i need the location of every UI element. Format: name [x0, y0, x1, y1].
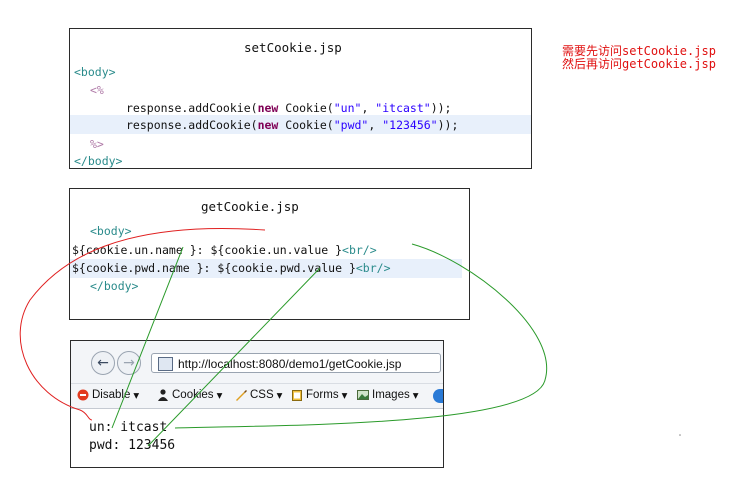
images-menu[interactable]: Images▾	[357, 388, 419, 402]
body-open-tag: <body>	[90, 224, 132, 238]
person-icon	[158, 389, 168, 401]
note-line-1: 需要先访问setCookie.jsp	[562, 44, 716, 58]
getcookie-title: getCookie.jsp	[201, 199, 299, 214]
url-text: http://localhost:8080/demo1/getCookie.js…	[178, 357, 402, 371]
body-close-tag: </body>	[74, 154, 123, 168]
url-bar[interactable]: http://localhost:8080/demo1/getCookie.js…	[151, 353, 441, 373]
page-content: un: itcast pwd: 123456	[71, 409, 443, 467]
dropdown-icon: ▾	[412, 390, 419, 402]
dropdown-icon: ▾	[276, 390, 283, 402]
clipboard-icon	[292, 390, 302, 401]
body-close-tag: </body>	[90, 279, 139, 293]
el-line-pwd: ${cookie.pwd.name }: ${cookie.pwd.value …	[72, 261, 391, 275]
cookies-menu[interactable]: Cookies▾	[157, 388, 222, 402]
body-open-tag: <body>	[74, 65, 116, 79]
getcookie-panel: getCookie.jsp <body> ${cookie.un.name }:…	[69, 188, 470, 320]
back-arrow-icon[interactable]: ←	[91, 351, 115, 375]
dropdown-icon: ▾	[216, 390, 223, 402]
instruction-note: 需要先访问setCookie.jsp 然后再访问getCookie.jsp	[562, 45, 716, 71]
page-icon	[158, 357, 173, 371]
pencil-icon	[236, 390, 247, 401]
css-label: CSS	[250, 389, 274, 401]
browser-window: ← → http://localhost:8080/demo1/getCooki…	[70, 340, 444, 468]
output-line-un: un: itcast	[89, 420, 168, 435]
forms-menu[interactable]: Forms▾	[291, 388, 347, 402]
forward-arrow-icon[interactable]: →	[117, 351, 141, 375]
highlight-line	[70, 115, 531, 134]
scriptlet-close: %>	[90, 137, 104, 151]
image-icon	[357, 390, 369, 400]
setcookie-panel: setCookie.jsp <body> <% response.addCook…	[69, 28, 532, 169]
webdev-toolbar: Disable▾ Cookies▾ CSS▾ Forms▾ Images▾	[71, 384, 443, 409]
disable-icon	[77, 389, 89, 401]
forms-label: Forms	[306, 389, 339, 401]
cookies-label: Cookies	[172, 389, 214, 401]
disable-menu[interactable]: Disable▾	[77, 388, 139, 402]
code-line-pwd: response.addCookie(new Cookie("pwd", "12…	[126, 118, 459, 132]
dropdown-icon: ▾	[341, 390, 348, 402]
nav-toolbar: ← → http://localhost:8080/demo1/getCooki…	[71, 341, 443, 384]
scriptlet-open: <%	[90, 83, 104, 97]
output-line-pwd: pwd: 123456	[89, 438, 176, 453]
stray-dot	[679, 434, 681, 436]
info-icon[interactable]	[433, 389, 443, 403]
note-line-2: 然后再访问getCookie.jsp	[562, 57, 716, 71]
setcookie-title: setCookie.jsp	[244, 40, 342, 55]
css-menu[interactable]: CSS▾	[235, 388, 282, 402]
dropdown-icon: ▾	[133, 390, 140, 402]
code-line-un: response.addCookie(new Cookie("un", "itc…	[126, 101, 452, 115]
el-line-un: ${cookie.un.name }: ${cookie.un.value }<…	[72, 243, 377, 257]
disable-label: Disable	[92, 389, 131, 401]
images-label: Images	[372, 389, 410, 401]
